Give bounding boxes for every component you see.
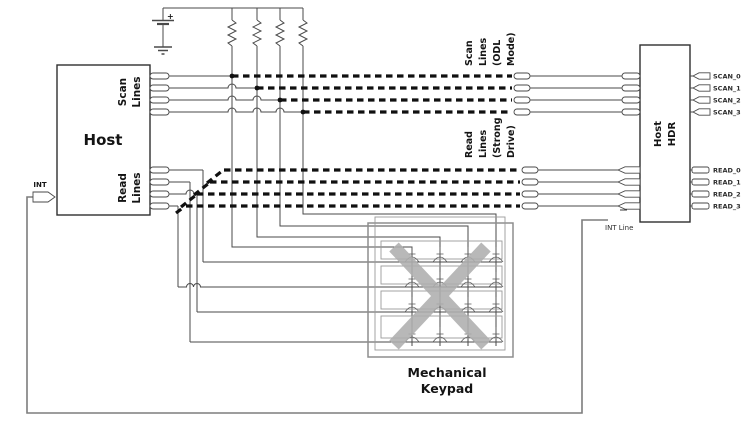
scan-mid-stub xyxy=(513,108,531,116)
host-pins xyxy=(149,72,170,210)
resistor-icon xyxy=(227,19,237,47)
host-read-pin xyxy=(149,166,170,174)
host-scan-pin xyxy=(149,84,170,92)
battery-icon: + xyxy=(152,8,174,47)
host-read-lines-label: Read xyxy=(117,173,129,203)
hdr-read-arrow-stub xyxy=(617,178,641,186)
keypad-inner-box xyxy=(374,216,506,351)
host-scan-lines-label: Scan xyxy=(117,78,129,106)
keypad-outer-box xyxy=(367,222,514,358)
keypad-label: Keypad xyxy=(421,381,473,396)
scan-bus xyxy=(169,72,622,116)
key-row-outline xyxy=(380,315,503,339)
mechanical-keypad: Mechanical Keypad xyxy=(367,216,514,396)
read-bus xyxy=(169,166,618,343)
scan-mid-stub xyxy=(513,84,531,92)
read-dashed-line-0 xyxy=(206,168,520,185)
read-strong-caption: Read xyxy=(464,131,475,158)
resistor-icon xyxy=(275,19,285,47)
key-row-outline xyxy=(380,265,503,285)
host-hdr-label: HDR xyxy=(667,122,678,147)
hdr-scan-out-stub xyxy=(692,84,711,92)
scan-odl-caption: Scan xyxy=(464,40,475,66)
crossed-out-x-icon xyxy=(389,242,491,350)
host-read-pin xyxy=(149,190,170,198)
hdr-read-out-stub xyxy=(691,202,710,210)
hdr-scan-stub xyxy=(621,96,641,104)
scan-odl-caption: Mode) xyxy=(506,32,517,66)
host-read-pin xyxy=(149,202,170,210)
host-hdr-label: Host xyxy=(653,121,664,147)
int-label: INT xyxy=(33,181,46,189)
hdr-pin-label-scan1: SCAN_1 xyxy=(713,85,741,93)
keypad-label: Mechanical xyxy=(408,365,487,380)
scan-odl-caption: (ODL xyxy=(492,40,503,66)
hdr-read-arrow-stub xyxy=(617,166,641,174)
hdr-scan-out-stub xyxy=(692,108,711,116)
resistor-icon xyxy=(252,19,262,47)
hdr-pin-label-scan2: SCAN_2 xyxy=(713,97,741,105)
hdr-scan-out-stub xyxy=(692,96,711,104)
read-mid-stub xyxy=(521,202,539,210)
host-read-lines-label: Lines xyxy=(131,172,143,203)
bus-captions: Scan Lines (ODL Mode) Read Lines (Strong… xyxy=(464,32,517,158)
hdr-read-arrow-stub xyxy=(617,202,641,210)
hdr-pin-label-scan3: SCAN_3 xyxy=(713,109,741,117)
host-scan-lines-label: Lines xyxy=(131,76,143,107)
hdr-scan-stub xyxy=(621,84,641,92)
read-dashed-line-2 xyxy=(180,192,520,209)
host-scan-pin xyxy=(149,72,170,80)
hdr-pin-label-read0: READ_0 xyxy=(713,167,741,175)
int-loop: INT INT Line xyxy=(26,181,633,414)
read-strong-caption: (Strong xyxy=(492,117,503,158)
read-mid-stub xyxy=(521,166,539,174)
scan-mid-stub xyxy=(513,96,531,104)
host-scan-pin xyxy=(149,108,170,116)
hdr-scan-stub xyxy=(621,72,641,80)
hdr-read-out-stub xyxy=(691,190,710,198)
hdr-pin-label-read3: READ_3 xyxy=(713,203,741,211)
hdr-pin-label-read2: READ_2 xyxy=(713,191,741,199)
read-dashed-line-3 xyxy=(175,204,520,215)
scan-mid-stub xyxy=(513,72,531,80)
read-dashed-line-1 xyxy=(193,180,520,197)
hdr-scan-stub xyxy=(621,108,641,116)
hdr-pin-label-read1: READ_1 xyxy=(713,179,741,187)
plus-sign: + xyxy=(167,12,174,21)
host-hdr-box xyxy=(639,44,691,223)
host-scan-pin xyxy=(149,96,170,104)
key-row-outline xyxy=(380,240,503,260)
hdr-read-arrow-stub xyxy=(617,190,641,198)
read-strong-caption: Lines xyxy=(478,129,489,158)
host-box xyxy=(56,64,151,216)
hdr-scan-out-stub xyxy=(692,72,711,80)
ground-icon xyxy=(154,46,172,55)
host-read-pin xyxy=(149,178,170,186)
hdr-pin-label-scan0: SCAN_0 xyxy=(713,73,741,81)
int-arrow-icon xyxy=(32,191,56,203)
hdr-read-out-stub xyxy=(691,178,710,186)
host-label: Host xyxy=(84,131,123,149)
scan-odl-caption: Lines xyxy=(478,37,489,66)
host: Host Scan Lines Read Lines xyxy=(56,64,151,216)
hdr-read-out-stub xyxy=(691,166,710,174)
read-mid-stub xyxy=(521,178,539,186)
resistor-icon xyxy=(298,19,308,47)
read-strong-caption: Drive) xyxy=(506,125,517,158)
pullup-resistors xyxy=(227,8,497,346)
host-hdr: Host HDR SCAN_0 SCAN_1 SCAN_2 SCAN_3 REA… xyxy=(617,44,741,223)
read-mid-stub xyxy=(521,190,539,198)
int-line-label: INT Line xyxy=(605,224,633,232)
